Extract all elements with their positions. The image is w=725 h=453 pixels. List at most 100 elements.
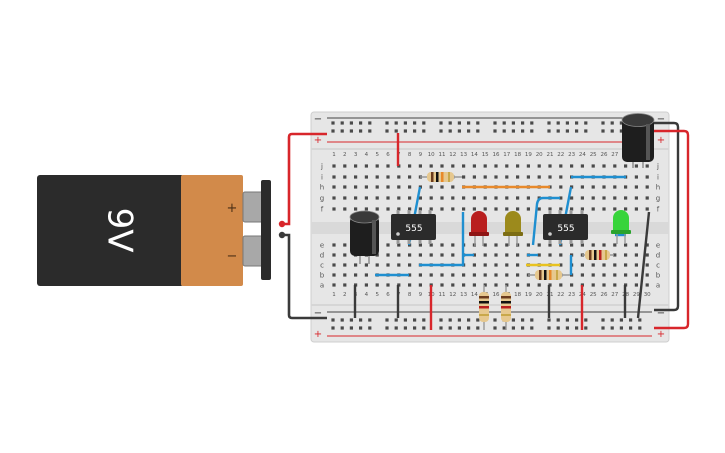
breadboard-hole[interactable] bbox=[575, 129, 579, 133]
breadboard-hole[interactable] bbox=[619, 318, 623, 322]
breadboard-hole[interactable] bbox=[645, 263, 649, 267]
breadboard-hole[interactable] bbox=[570, 283, 574, 287]
breadboard-hole[interactable] bbox=[368, 129, 372, 133]
breadboard-hole[interactable] bbox=[349, 121, 353, 125]
breadboard-hole[interactable] bbox=[403, 318, 407, 322]
breadboard-hole[interactable] bbox=[634, 196, 638, 200]
breadboard-hole[interactable] bbox=[472, 283, 476, 287]
breadboard-hole[interactable] bbox=[619, 121, 623, 125]
breadboard-hole[interactable] bbox=[547, 129, 551, 133]
breadboard-hole[interactable] bbox=[591, 196, 595, 200]
breadboard-hole[interactable] bbox=[645, 196, 649, 200]
breadboard-hole[interactable] bbox=[349, 129, 353, 133]
breadboard-hole[interactable] bbox=[467, 121, 471, 125]
breadboard-hole[interactable] bbox=[575, 318, 579, 322]
breadboard-hole[interactable] bbox=[537, 175, 541, 179]
breadboard-hole[interactable] bbox=[340, 326, 344, 330]
breadboard-hole[interactable] bbox=[375, 175, 379, 179]
breadboard-hole[interactable] bbox=[526, 283, 530, 287]
breadboard-hole[interactable] bbox=[483, 196, 487, 200]
breadboard-hole[interactable] bbox=[408, 185, 412, 189]
breadboard-hole[interactable] bbox=[349, 318, 353, 322]
breadboard-hole[interactable] bbox=[408, 164, 412, 168]
breadboard-hole[interactable] bbox=[580, 185, 584, 189]
wire-rail-right-black[interactable] bbox=[650, 121, 680, 312]
led-icon[interactable] bbox=[611, 210, 631, 244]
breadboard-hole[interactable] bbox=[408, 273, 412, 277]
breadboard-hole[interactable] bbox=[451, 273, 455, 277]
breadboard-hole[interactable] bbox=[332, 253, 336, 257]
breadboard-hole[interactable] bbox=[375, 164, 379, 168]
breadboard-hole[interactable] bbox=[526, 196, 530, 200]
breadboard-hole[interactable] bbox=[624, 207, 628, 211]
breadboard-hole[interactable] bbox=[638, 318, 642, 322]
breadboard-hole[interactable] bbox=[483, 207, 487, 211]
breadboard-hole[interactable] bbox=[645, 283, 649, 287]
breadboard-hole[interactable] bbox=[619, 129, 623, 133]
breadboard-hole[interactable] bbox=[565, 326, 569, 330]
breadboard-hole[interactable] bbox=[591, 164, 595, 168]
breadboard-hole[interactable] bbox=[575, 121, 579, 125]
breadboard-hole[interactable] bbox=[483, 263, 487, 267]
breadboard-hole[interactable] bbox=[638, 326, 642, 330]
breadboard-hole[interactable] bbox=[364, 175, 368, 179]
breadboard-hole[interactable] bbox=[472, 175, 476, 179]
breadboard-hole[interactable] bbox=[537, 283, 541, 287]
breadboard-hole[interactable] bbox=[462, 207, 466, 211]
breadboard-hole[interactable] bbox=[418, 253, 422, 257]
breadboard-hole[interactable] bbox=[613, 243, 617, 247]
breadboard-hole[interactable] bbox=[629, 326, 633, 330]
breadboard-hole[interactable] bbox=[457, 326, 461, 330]
breadboard-hole[interactable] bbox=[451, 196, 455, 200]
breadboard-hole[interactable] bbox=[413, 318, 417, 322]
breadboard-hole[interactable] bbox=[505, 283, 509, 287]
wire-black-diagonal[interactable] bbox=[636, 211, 651, 319]
breadboard-hole[interactable] bbox=[359, 129, 363, 133]
breadboard-hole[interactable] bbox=[343, 283, 347, 287]
breadboard-hole[interactable] bbox=[439, 129, 443, 133]
breadboard-hole[interactable] bbox=[375, 196, 379, 200]
breadboard-hole[interactable] bbox=[580, 164, 584, 168]
breadboard-hole[interactable] bbox=[511, 121, 515, 125]
breadboard-hole[interactable] bbox=[457, 318, 461, 322]
breadboard-hole[interactable] bbox=[364, 207, 368, 211]
breadboard-hole[interactable] bbox=[375, 263, 379, 267]
capacitor-icon[interactable] bbox=[349, 210, 380, 264]
breadboard-hole[interactable] bbox=[332, 207, 336, 211]
breadboard-hole[interactable] bbox=[332, 273, 336, 277]
breadboard-hole[interactable] bbox=[451, 253, 455, 257]
breadboard-hole[interactable] bbox=[559, 283, 563, 287]
breadboard-hole[interactable] bbox=[624, 196, 628, 200]
breadboard-hole[interactable] bbox=[556, 326, 560, 330]
breadboard-hole[interactable] bbox=[645, 175, 649, 179]
breadboard-hole[interactable] bbox=[645, 253, 649, 257]
breadboard-hole[interactable] bbox=[483, 253, 487, 257]
breadboard-hole[interactable] bbox=[645, 164, 649, 168]
breadboard-hole[interactable] bbox=[619, 326, 623, 330]
breadboard-hole[interactable] bbox=[386, 253, 390, 257]
breadboard-hole[interactable] bbox=[613, 196, 617, 200]
breadboard-hole[interactable] bbox=[422, 121, 426, 125]
breadboard-hole[interactable] bbox=[332, 196, 336, 200]
breadboard-hole[interactable] bbox=[354, 164, 358, 168]
breadboard-hole[interactable] bbox=[439, 318, 443, 322]
breadboard-hole[interactable] bbox=[530, 326, 534, 330]
breadboard-hole[interactable] bbox=[634, 273, 638, 277]
breadboard-hole[interactable] bbox=[645, 185, 649, 189]
breadboard-hole[interactable] bbox=[493, 318, 497, 322]
breadboard-hole[interactable] bbox=[440, 207, 444, 211]
breadboard-hole[interactable] bbox=[559, 196, 563, 200]
breadboard-hole[interactable] bbox=[634, 185, 638, 189]
breadboard-hole[interactable] bbox=[397, 175, 401, 179]
breadboard-hole[interactable] bbox=[364, 283, 368, 287]
breadboard-hole[interactable] bbox=[472, 164, 476, 168]
breadboard-hole[interactable] bbox=[413, 121, 417, 125]
breadboard-hole[interactable] bbox=[408, 175, 412, 179]
breadboard-hole[interactable] bbox=[472, 253, 476, 257]
breadboard-hole[interactable] bbox=[559, 164, 563, 168]
breadboard-hole[interactable] bbox=[331, 318, 335, 322]
breadboard-hole[interactable] bbox=[634, 263, 638, 267]
breadboard-hole[interactable] bbox=[340, 129, 344, 133]
breadboard-hole[interactable] bbox=[505, 207, 509, 211]
breadboard-hole[interactable] bbox=[559, 175, 563, 179]
